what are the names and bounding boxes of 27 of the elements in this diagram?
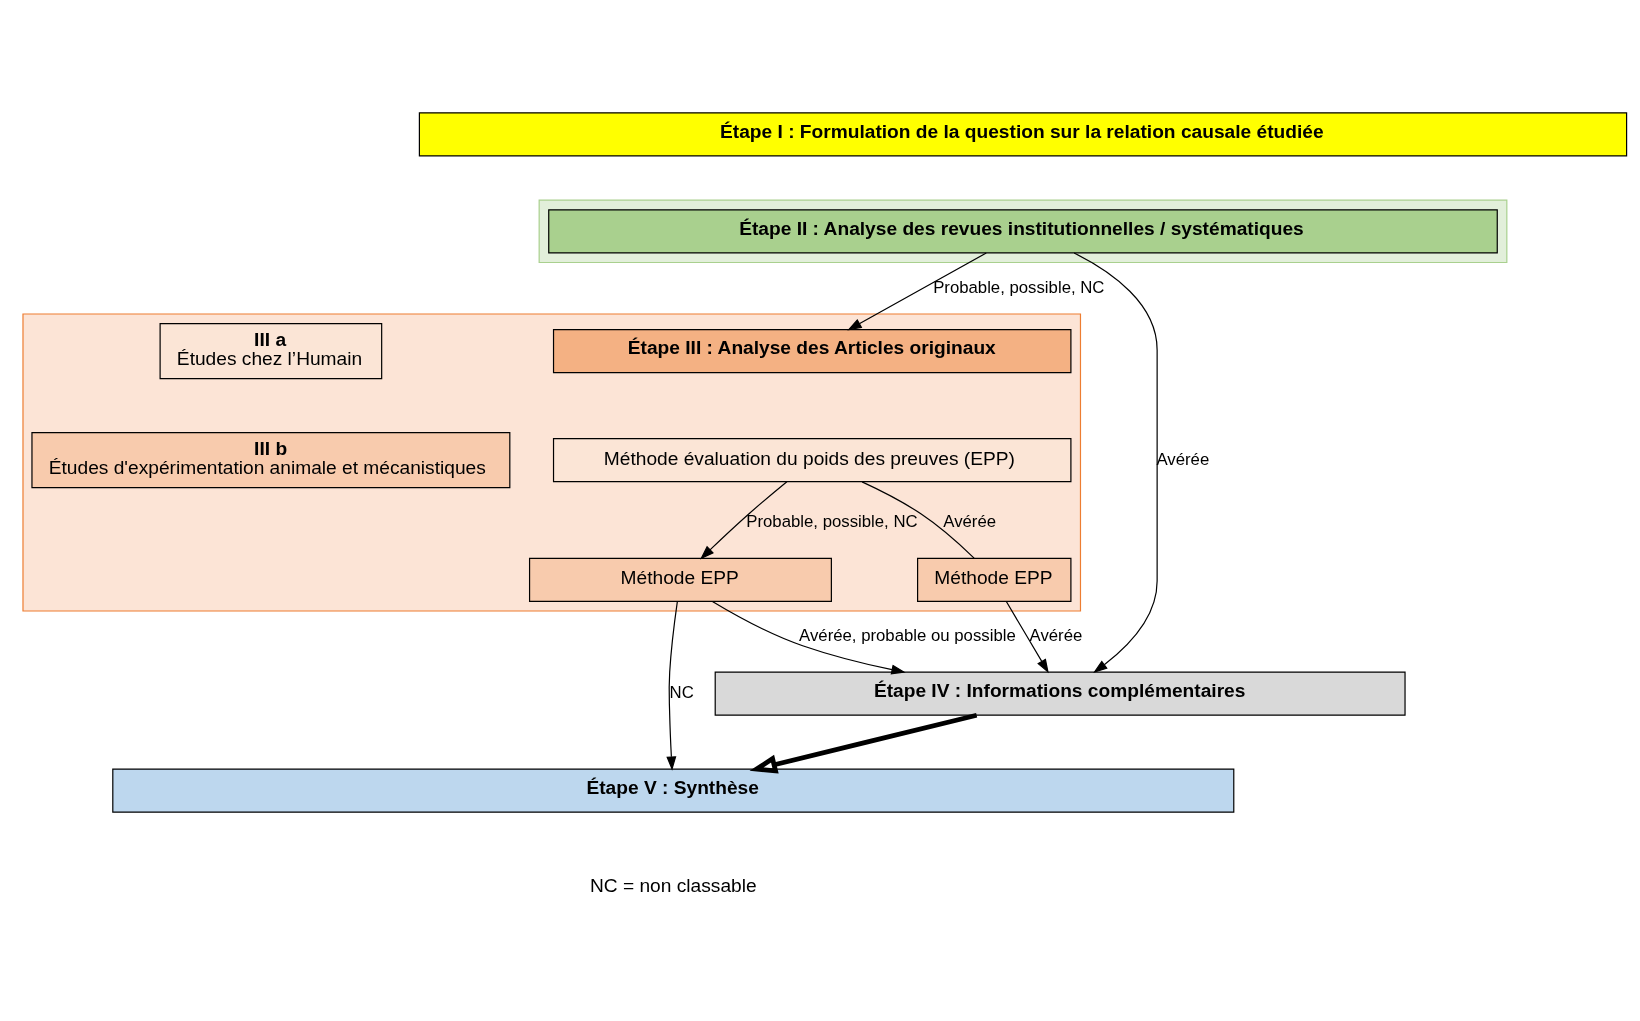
cluster (22, 312, 1082, 612)
arrow (700, 480, 788, 559)
node-box: III a Études chez l’Humain (159, 322, 383, 379)
arrow (847, 251, 987, 330)
node-box: Méthode EPP (529, 557, 832, 602)
node-box: Étape IV : Informations complémentaires (714, 671, 1406, 716)
arrow (711, 600, 906, 674)
connector (861, 480, 975, 559)
node-box: Étape I : Formulation de la question sur la relation causale étudiée (418, 111, 1628, 156)
node-box: Étape III : Analyse des Articles originaux (552, 328, 1072, 373)
node-box: Méthode évaluation du poids des preuves (EPP) (552, 437, 1072, 482)
edge-label: NC (669, 682, 694, 702)
node-box: Étape II : Analyse des revues institutionnelles / systématiques (548, 208, 1498, 253)
cluster (538, 199, 1508, 263)
arrow (666, 600, 678, 771)
edge-label: Probable, possible, NC (933, 277, 1105, 297)
arrow (1073, 251, 1158, 673)
node-box: Méthode EPP (917, 557, 1072, 602)
arrow (1005, 600, 1049, 673)
arrow (749, 712, 978, 774)
edge-label: Avérée (943, 511, 997, 531)
node-box: III b Études d'expérimentation animale et mécanistiques (31, 431, 511, 488)
label: NC = non classable (589, 874, 757, 896)
edge-label: Probable, possible, NC (746, 511, 918, 531)
node-box: Étape V : Synthèse (112, 768, 1235, 813)
edge-label: Avérée, probable ou possible (799, 625, 1016, 645)
edge-label: Avérée (1029, 625, 1083, 645)
